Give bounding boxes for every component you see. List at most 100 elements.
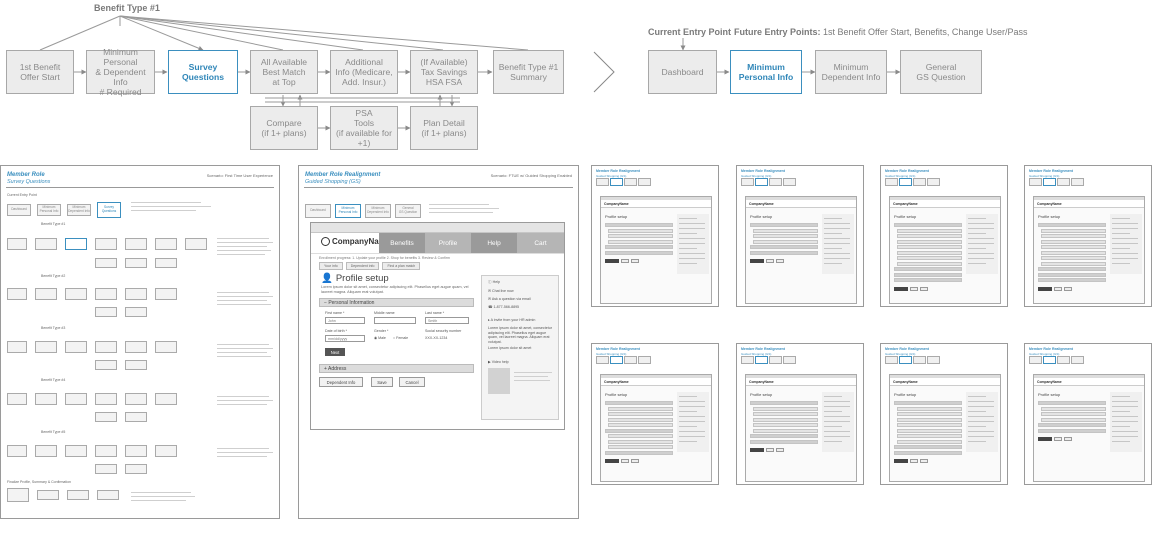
- tab-benefits[interactable]: Benefits: [379, 233, 425, 253]
- thumb-flow-node: [741, 356, 754, 364]
- node-plan-detail: Plan Detail (if 1+ plans): [410, 106, 478, 150]
- next-button[interactable]: Next: [325, 348, 345, 356]
- thumb-row: [608, 228, 673, 233]
- phone-number: ☎ 1-877-566-8895: [488, 305, 520, 309]
- chat-link[interactable]: ✉ Chat live now: [488, 289, 514, 293]
- step-find-plan[interactable]: Find a plan match: [382, 262, 421, 270]
- thumb-sidebar-line: [824, 243, 850, 244]
- email-link[interactable]: ✉ Ask a question via email: [488, 297, 531, 301]
- thumb-sidebar-line: [968, 426, 986, 427]
- gender-female-radio[interactable]: ○ Female: [393, 336, 409, 340]
- page-title-text: Profile setup: [335, 273, 389, 284]
- mini-node: [35, 288, 57, 300]
- finalize-label: Finalize Profile, Summary & Confirmation: [7, 480, 71, 484]
- thumb-button: [605, 459, 619, 463]
- thumb-button: [1054, 437, 1062, 441]
- thumb-row: [608, 239, 673, 244]
- video-help[interactable]: ▶ Video help: [488, 360, 509, 364]
- thumb-flow-node: [1071, 178, 1084, 186]
- thumb-button: [1038, 286, 1052, 291]
- thumb-row: [750, 401, 818, 405]
- last-name-field[interactable]: Smith: [425, 317, 469, 324]
- thumb-flow-node: [596, 178, 609, 186]
- step-your-info[interactable]: Your info: [319, 262, 343, 270]
- mini-node: [37, 490, 59, 500]
- mini-node: [125, 288, 147, 300]
- doc-subtitle: Survey Questions: [7, 179, 51, 185]
- thumb-sidebar-line: [679, 421, 705, 422]
- collapse-icon: −: [324, 300, 329, 306]
- note-line: [217, 246, 267, 247]
- note-line: [514, 376, 548, 377]
- mini-node: [125, 445, 147, 457]
- thumb-sidebar-line: [824, 441, 842, 442]
- thumb-row: [897, 417, 962, 422]
- thumb-button: [631, 259, 639, 263]
- gender-male-radio[interactable]: ◉ Male: [374, 336, 386, 340]
- thumb-page-title: Profile setup: [750, 392, 773, 397]
- mini-node: [125, 341, 147, 353]
- node-general-gs-question: General GS Question: [900, 50, 982, 94]
- mini-node: [65, 393, 87, 405]
- save-button[interactable]: Save: [371, 377, 393, 387]
- thumb-flow: [1029, 356, 1089, 366]
- video-thumbnail[interactable]: [488, 368, 510, 394]
- thumb-row: [894, 272, 962, 277]
- section-address[interactable]: + Address: [319, 364, 474, 373]
- note-line: [217, 396, 269, 397]
- mini-node: [185, 238, 207, 250]
- thumb-sidebar-line: [968, 263, 986, 264]
- invite-heading-text: A invite from your HR admin: [490, 318, 536, 322]
- thumb-nav: [1034, 378, 1144, 386]
- thumb-sidebar-line: [679, 233, 697, 234]
- thumb-row: [753, 406, 818, 411]
- cancel-button[interactable]: Cancel: [399, 377, 425, 387]
- note-line: [514, 372, 552, 373]
- note-line: [217, 448, 269, 449]
- thumb-sidebar: [822, 214, 854, 274]
- tab-profile[interactable]: Profile: [425, 233, 471, 253]
- thumb-sidebar-line: [824, 223, 850, 224]
- mini-node: [125, 412, 147, 422]
- thumb-subtitle: Guided Shopping (GS): [1029, 352, 1060, 356]
- note-line: [514, 380, 550, 381]
- mini-node: [155, 238, 177, 250]
- thumb-button: [776, 259, 784, 263]
- doc-divider: [304, 187, 573, 188]
- first-name-field[interactable]: John: [325, 317, 365, 324]
- thumb-page-title: Profile setup: [1038, 392, 1061, 397]
- thumb-flow-node: [1043, 178, 1056, 186]
- dependent-info-button[interactable]: Dependent Info: [319, 377, 363, 387]
- middle-name-field[interactable]: [374, 317, 416, 324]
- mini-node: [125, 238, 147, 250]
- dob-field[interactable]: mm/dd/yyyy: [325, 335, 365, 342]
- chat-link-text: Chat live now: [492, 289, 514, 293]
- note-line: [217, 300, 267, 301]
- thumb-flow-node: [596, 356, 609, 364]
- mini-node: [95, 238, 117, 250]
- mini-node: [7, 445, 27, 457]
- browser-chrome: [311, 223, 564, 233]
- tab-help[interactable]: Help: [471, 233, 517, 253]
- thumb-sidebar-line: [1112, 421, 1138, 422]
- thumb-flow-node: [755, 178, 768, 186]
- thumb-sidebar-line: [679, 253, 705, 254]
- step-dependent-info[interactable]: Dependent info: [345, 262, 380, 270]
- note-line: [217, 356, 271, 357]
- thumb-logo: CompanyName: [893, 380, 918, 384]
- note-line: [131, 202, 201, 203]
- thumb-flow: [885, 178, 945, 188]
- future-entry-label: Future Entry Points: 1st Benefit Offer S…: [734, 27, 1027, 37]
- note-line: [131, 210, 196, 211]
- tab-cart[interactable]: Cart: [517, 233, 564, 253]
- section-personal-information[interactable]: − Personal Information: [319, 298, 474, 307]
- thumb-flow-node: [741, 178, 754, 186]
- mini-node: [125, 464, 147, 474]
- current-entry-label: Current Entry Point: [648, 27, 732, 37]
- thumb-nav: [601, 200, 711, 208]
- middle-name-label: Middle name: [374, 311, 395, 315]
